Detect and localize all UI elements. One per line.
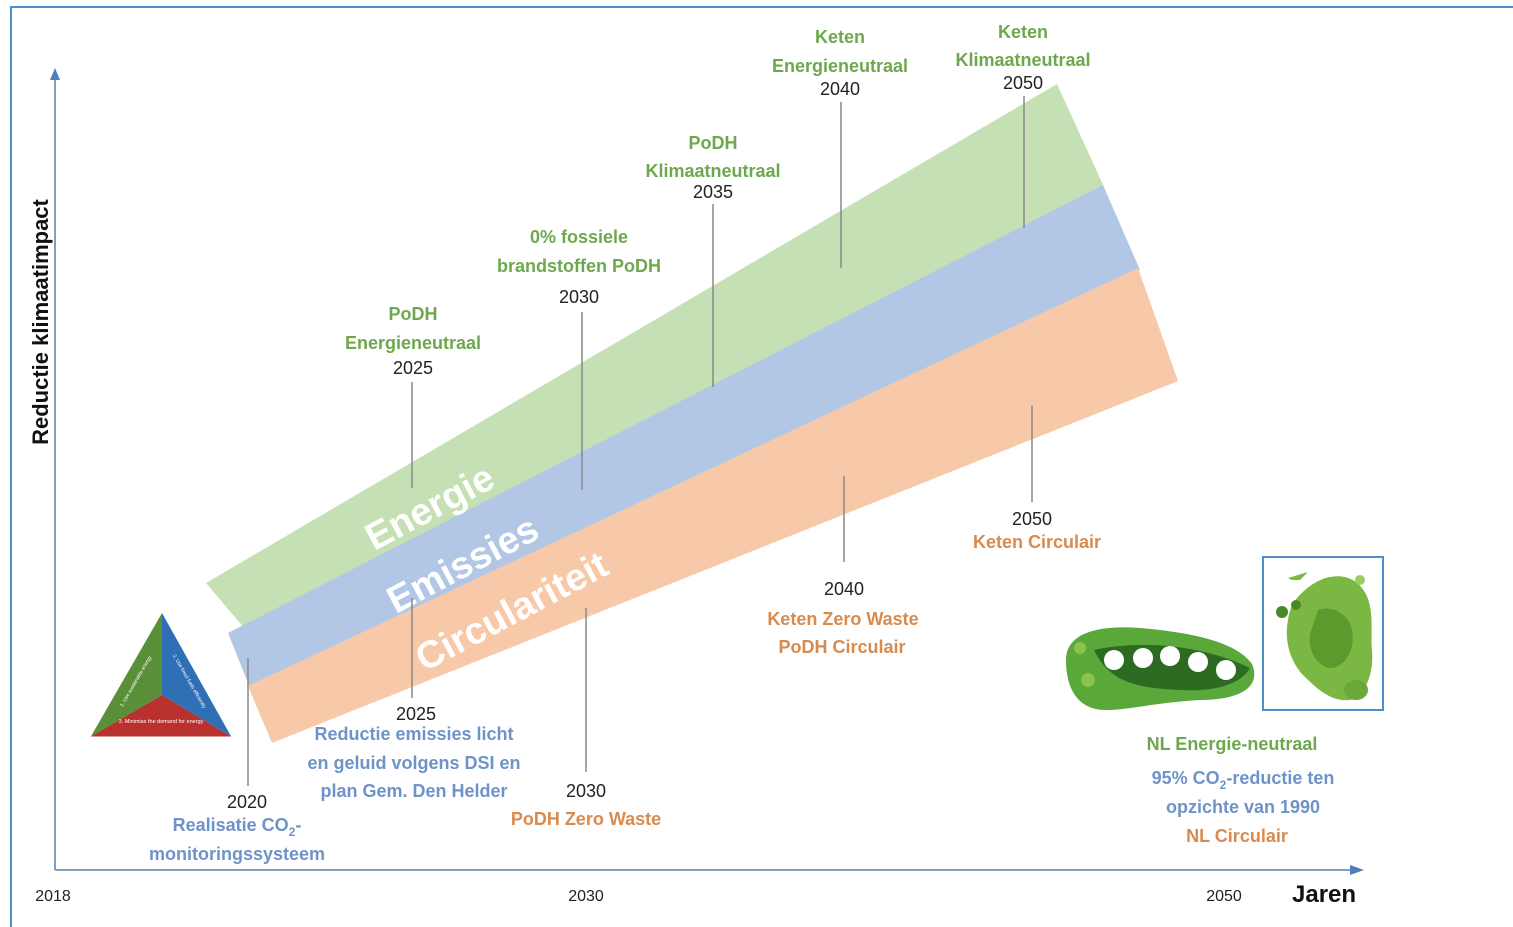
m-em2025-l2: en geluid volgens DSI en xyxy=(307,753,520,773)
m-2030-l2: brandstoffen PoDH xyxy=(497,256,661,276)
goal-line2: 95% CO2-reductie ten xyxy=(1152,768,1335,792)
trias-segment-red xyxy=(90,695,232,737)
m-c2040-l1: Keten Zero Waste xyxy=(767,609,918,629)
m-2040-year: 2040 xyxy=(820,79,860,99)
band-energie xyxy=(206,84,1104,635)
y-axis-label: Reductie klimaatimpact xyxy=(28,198,53,444)
m-c2040-l2: PoDH Circulair xyxy=(778,637,905,657)
footprint-dark-band xyxy=(1094,644,1250,691)
m-2035-l2: Klimaatneutraal xyxy=(645,161,780,181)
milestone-lines xyxy=(247,96,1033,786)
m-2035-l1: PoDH xyxy=(689,133,738,153)
netherlands-map-illustration xyxy=(1262,556,1384,711)
m-em2020-l1: Realisatie CO2- xyxy=(173,815,302,839)
m-c2040-year: 2040 xyxy=(824,579,864,599)
milestone-circ-2040: 2040 Keten Zero Waste PoDH Circulair xyxy=(767,579,918,657)
goal-line2-b: -reductie ten xyxy=(1226,768,1334,788)
m-2030-l1: 0% fossiele xyxy=(530,227,628,247)
m-2050-l1: Keten xyxy=(998,22,1048,42)
milestone-energie-2035: PoDH Klimaatneutraal 2035 xyxy=(645,133,780,202)
milestone-energie-2050: Keten Klimaatneutraal 2050 xyxy=(955,22,1090,93)
m-em2020-l1-a: Realisatie CO xyxy=(173,815,289,835)
m-c2050-l1: Keten Circulair xyxy=(973,532,1101,552)
m-2040-l1: Keten xyxy=(815,27,865,47)
footprint-icon-4 xyxy=(1188,652,1208,672)
footprint-icon-2 xyxy=(1133,648,1153,668)
map-tree-3 xyxy=(1355,575,1365,585)
x-axis-label: Jaren xyxy=(1292,881,1356,908)
footprint-toe-2 xyxy=(1081,673,1095,687)
m-2025-year: 2025 xyxy=(393,358,433,378)
footprint-icon-1 xyxy=(1104,650,1124,670)
figure-frame xyxy=(10,6,1513,927)
m-2050-l2: Klimaatneutraal xyxy=(955,50,1090,70)
goal-line2-a: 95% CO xyxy=(1152,768,1220,788)
goals-2050: NL Energie-neutraal 95% CO2-reductie ten… xyxy=(1147,734,1335,846)
m-em2025-year: 2025 xyxy=(396,704,436,724)
map-tree-2 xyxy=(1291,600,1301,610)
trias-energetica-triangle: 1. Use sustainable energy 2. Use fossil … xyxy=(89,610,233,738)
milestone-energie-2030: 0% fossiele brandstoffen PoDH 2030 xyxy=(497,227,661,307)
m-em2025-l1: Reductie emissies licht xyxy=(314,724,513,744)
m-c2030-year: 2030 xyxy=(566,781,606,801)
x-tick-2018: 2018 xyxy=(35,888,71,905)
goal-line4: NL Circulair xyxy=(1186,826,1288,846)
footprint-toe-1 xyxy=(1074,642,1086,654)
milestone-circ-2030: 2030 PoDH Zero Waste xyxy=(511,781,661,829)
m-2040-l2: Energieneutraal xyxy=(772,56,908,76)
milestone-energie-2040: Keten Energieneutraal 2040 xyxy=(772,27,908,99)
map-detail xyxy=(1309,608,1353,668)
x-axis-arrow xyxy=(1350,865,1364,875)
band-circulariteit xyxy=(248,268,1178,743)
x-tick-2030: 2030 xyxy=(568,888,604,905)
m-2030-year: 2030 xyxy=(559,287,599,307)
m-em2020-l2: monitoringssysteem xyxy=(149,844,325,864)
footprint-icon-3 xyxy=(1160,646,1180,666)
milestone-circ-2050: 2050 Keten Circulair xyxy=(973,509,1101,552)
m-c2050-year: 2050 xyxy=(1012,509,1052,529)
footprint-illustration xyxy=(1056,618,1262,722)
m-2035-year: 2035 xyxy=(693,182,733,202)
m-c2030-l1: PoDH Zero Waste xyxy=(511,809,661,829)
m-2025-l1: PoDH xyxy=(389,304,438,324)
x-tick-2050: 2050 xyxy=(1206,888,1242,905)
trias-text-3: 3. Minimise the demand for energy xyxy=(119,719,204,725)
y-axis-arrow xyxy=(50,68,60,80)
band-emissies xyxy=(228,185,1140,688)
goal-line1: NL Energie-neutraal xyxy=(1147,734,1318,754)
milestone-emissies-2020: 2020 Realisatie CO2- monitoringssysteem xyxy=(149,792,325,864)
milestone-emissies-2025: 2025 Reductie emissies licht en geluid v… xyxy=(307,704,520,801)
m-em2020-l1-end: - xyxy=(295,815,301,835)
map-tree-1 xyxy=(1276,606,1288,618)
m-em2020-year: 2020 xyxy=(227,792,267,812)
plane-icon xyxy=(1288,572,1308,580)
m-em2025-l3: plan Gem. Den Helder xyxy=(320,781,507,801)
goal-line2-sub: 2 xyxy=(1220,778,1227,792)
m-2025-l2: Energieneutraal xyxy=(345,333,481,353)
milestone-energie-2025: PoDH Energieneutraal 2025 xyxy=(345,304,481,378)
map-bottom-blob xyxy=(1344,680,1368,700)
footprint-icon-5 xyxy=(1216,660,1236,680)
m-em2020-l1-sub: 2 xyxy=(289,825,296,839)
m-2050-year: 2050 xyxy=(1003,73,1043,93)
goal-line3: opzichte van 1990 xyxy=(1166,797,1320,817)
